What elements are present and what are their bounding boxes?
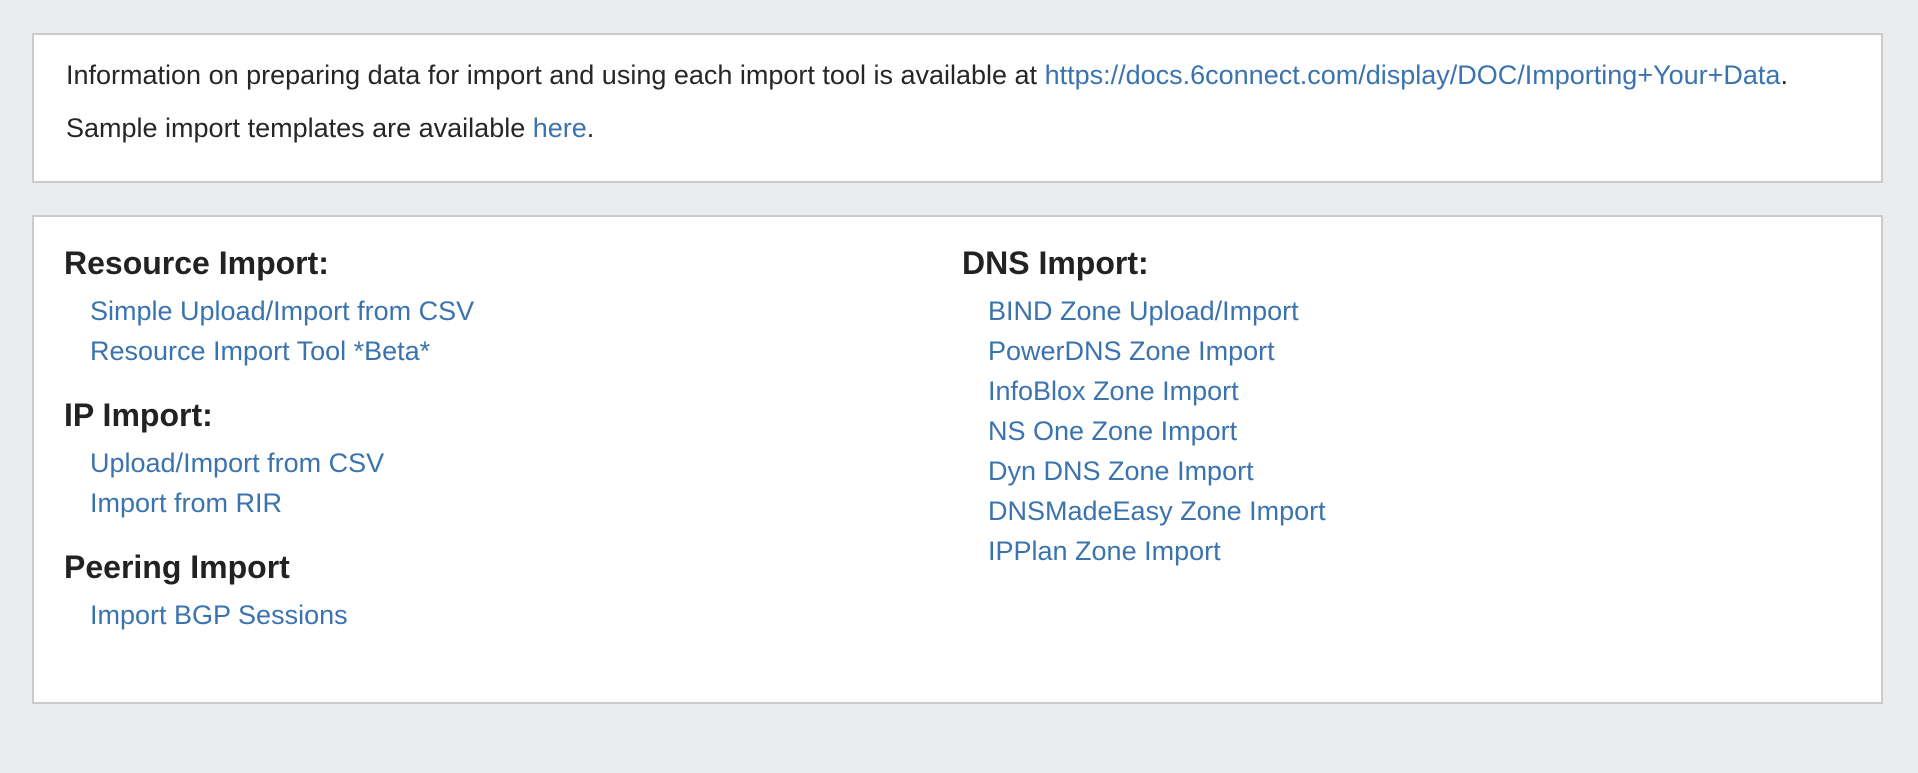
bind-zone-upload-import-link[interactable]: BIND Zone Upload/Import <box>988 296 1299 326</box>
doc-info-text: Information on preparing data for import… <box>66 60 1045 90</box>
section-dns-import: DNS Import: BIND Zone Upload/Import Powe… <box>962 245 1851 571</box>
import-column-right: DNS Import: BIND Zone Upload/Import Powe… <box>962 245 1851 571</box>
link-list-item: IPPlan Zone Import <box>988 531 1851 571</box>
link-list-item: Import from RIR <box>90 483 962 523</box>
link-list-item: Resource Import Tool *Beta* <box>90 331 962 371</box>
import-columns: Resource Import: Simple Upload/Import fr… <box>64 245 1851 635</box>
import-column-left: Resource Import: Simple Upload/Import fr… <box>64 245 962 635</box>
simple-upload-import-from-csv-link[interactable]: Simple Upload/Import from CSV <box>90 296 475 326</box>
link-list-item: PowerDNS Zone Import <box>988 331 1851 371</box>
section-ip-import: IP Import: Upload/Import from CSV Import… <box>64 397 962 523</box>
ip-import-heading: IP Import: <box>64 397 213 433</box>
upload-import-from-csv-link[interactable]: Upload/Import from CSV <box>90 448 385 478</box>
info-panel: Information on preparing data for import… <box>32 33 1883 183</box>
import-bgp-sessions-link[interactable]: Import BGP Sessions <box>90 600 348 630</box>
section-resource-import: Resource Import: Simple Upload/Import fr… <box>64 245 962 371</box>
peering-import-link-list: Import BGP Sessions <box>64 595 962 635</box>
peering-import-heading: Peering Import <box>64 549 290 585</box>
doc-info-line: Information on preparing data for import… <box>66 59 1849 92</box>
infoblox-zone-import-link[interactable]: InfoBlox Zone Import <box>988 376 1239 406</box>
templates-info-period: . <box>586 113 595 143</box>
import-from-rir-link[interactable]: Import from RIR <box>90 488 283 518</box>
link-list-item: Import BGP Sessions <box>90 595 962 635</box>
doc-info-period: . <box>1780 60 1788 90</box>
templates-here-link[interactable]: here <box>532 113 587 143</box>
link-list-item: Dyn DNS Zone Import <box>988 451 1851 491</box>
link-list-item: NS One Zone Import <box>988 411 1851 451</box>
dyn-dns-zone-import-link[interactable]: Dyn DNS Zone Import <box>988 456 1254 486</box>
link-list-item: Upload/Import from CSV <box>90 443 962 483</box>
link-list-item: BIND Zone Upload/Import <box>988 291 1851 331</box>
ipplan-zone-import-link[interactable]: IPPlan Zone Import <box>988 536 1221 566</box>
dns-import-link-list: BIND Zone Upload/Import PowerDNS Zone Im… <box>962 291 1851 571</box>
templates-info-text: Sample import templates are available <box>66 113 533 143</box>
link-list-item: InfoBlox Zone Import <box>988 371 1851 411</box>
link-list-item: Simple Upload/Import from CSV <box>90 291 962 331</box>
docs-link[interactable]: https://docs.6connect.com/display/DOC/Im… <box>1044 60 1781 90</box>
templates-info-line: Sample import templates are available he… <box>66 112 1849 145</box>
powerdns-zone-import-link[interactable]: PowerDNS Zone Import <box>988 336 1275 366</box>
link-list-item: DNSMadeEasy Zone Import <box>988 491 1851 531</box>
resource-import-link-list: Simple Upload/Import from CSV Resource I… <box>64 291 962 371</box>
resource-import-heading: Resource Import: <box>64 245 329 281</box>
resource-import-tool-beta-link[interactable]: Resource Import Tool *Beta* <box>90 336 431 366</box>
dnsmadeeasy-zone-import-link[interactable]: DNSMadeEasy Zone Import <box>988 496 1326 526</box>
dns-import-heading: DNS Import: <box>962 245 1149 281</box>
ip-import-link-list: Upload/Import from CSV Import from RIR <box>64 443 962 523</box>
import-panel: Resource Import: Simple Upload/Import fr… <box>32 215 1883 704</box>
ns-one-zone-import-link[interactable]: NS One Zone Import <box>988 416 1238 446</box>
section-peering-import: Peering Import Import BGP Sessions <box>64 549 962 635</box>
